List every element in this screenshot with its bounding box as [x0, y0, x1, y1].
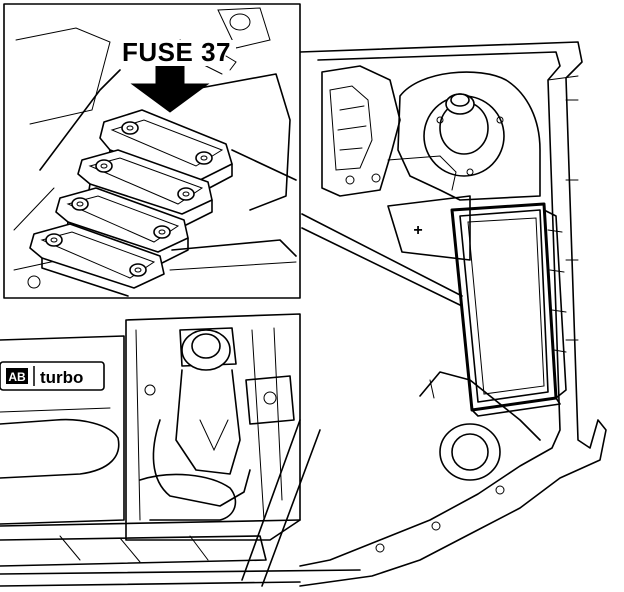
screw-icon	[225, 55, 237, 71]
fuse-box	[450, 202, 567, 417]
engine-badge	[0, 361, 105, 391]
arrow-down-icon	[130, 65, 210, 113]
fuse-3	[55, 187, 189, 267]
fuse-callout-label: FUSE 37	[122, 38, 231, 66]
badge-logo-text: AB	[8, 370, 26, 384]
fuse-37-label: FUSE 37	[122, 37, 231, 67]
engine-assembly	[0, 313, 361, 587]
callout-leader-lines	[301, 213, 463, 307]
badge-model-text: turbo	[40, 368, 83, 387]
callout-label-bg	[118, 40, 236, 66]
fuse-4	[29, 223, 165, 297]
fuse-37	[99, 109, 233, 195]
inner-fender-panel	[299, 41, 607, 587]
fuse-box-plus-sign: +	[413, 222, 422, 239]
